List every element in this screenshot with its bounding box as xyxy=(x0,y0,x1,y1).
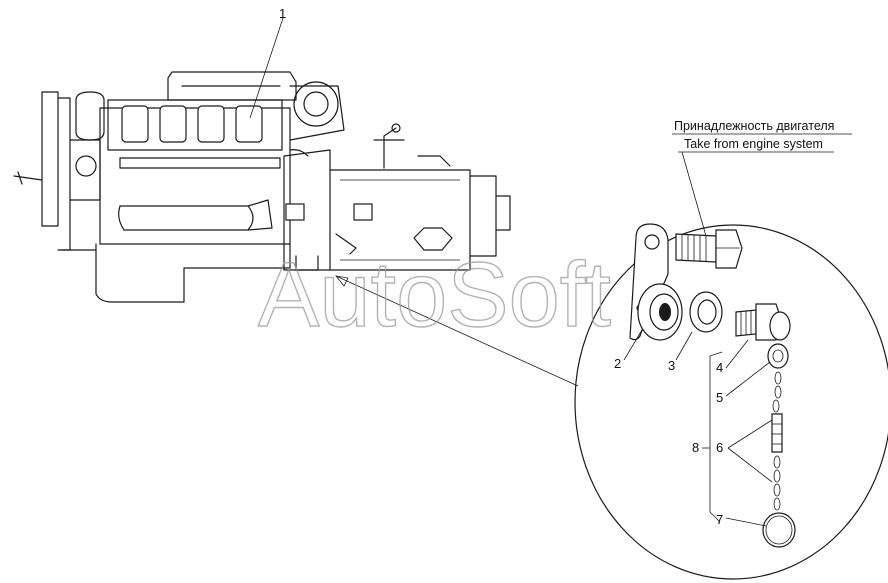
leader-7 xyxy=(725,517,767,527)
detail-circle xyxy=(574,224,888,580)
caption-ru: Принадлежность двигателя xyxy=(674,119,834,133)
leader-4 xyxy=(725,339,749,369)
leader-5 xyxy=(725,361,771,397)
boss-part-2 xyxy=(637,283,683,341)
washer-part-3 xyxy=(689,291,723,333)
leader-1 xyxy=(249,17,284,119)
detail-leader-arrow xyxy=(335,275,349,287)
callout-2: 2 xyxy=(614,356,621,371)
bolt xyxy=(675,229,743,269)
detail-leader xyxy=(335,275,579,387)
callout-8: 8 xyxy=(692,440,699,455)
leader-3 xyxy=(675,331,693,361)
drain-plug-part-4 xyxy=(735,303,791,341)
callout-5: 5 xyxy=(716,390,723,405)
callout-4: 4 xyxy=(716,360,723,375)
callout-1: 1 xyxy=(279,6,286,21)
callout-6: 6 xyxy=(716,440,723,455)
leader-6b xyxy=(727,447,773,483)
callout-7: 7 xyxy=(716,512,723,527)
engine-assembly xyxy=(13,71,511,303)
watermark: AutoSoft xyxy=(258,244,611,346)
callout-3: 3 xyxy=(668,358,675,373)
caption-leader xyxy=(681,151,707,237)
leader-2 xyxy=(623,329,643,361)
chain-assembly xyxy=(762,343,796,548)
caption-en: Take from engine system xyxy=(684,137,823,151)
bracket-8 xyxy=(709,351,723,523)
leader-6a xyxy=(727,419,773,449)
